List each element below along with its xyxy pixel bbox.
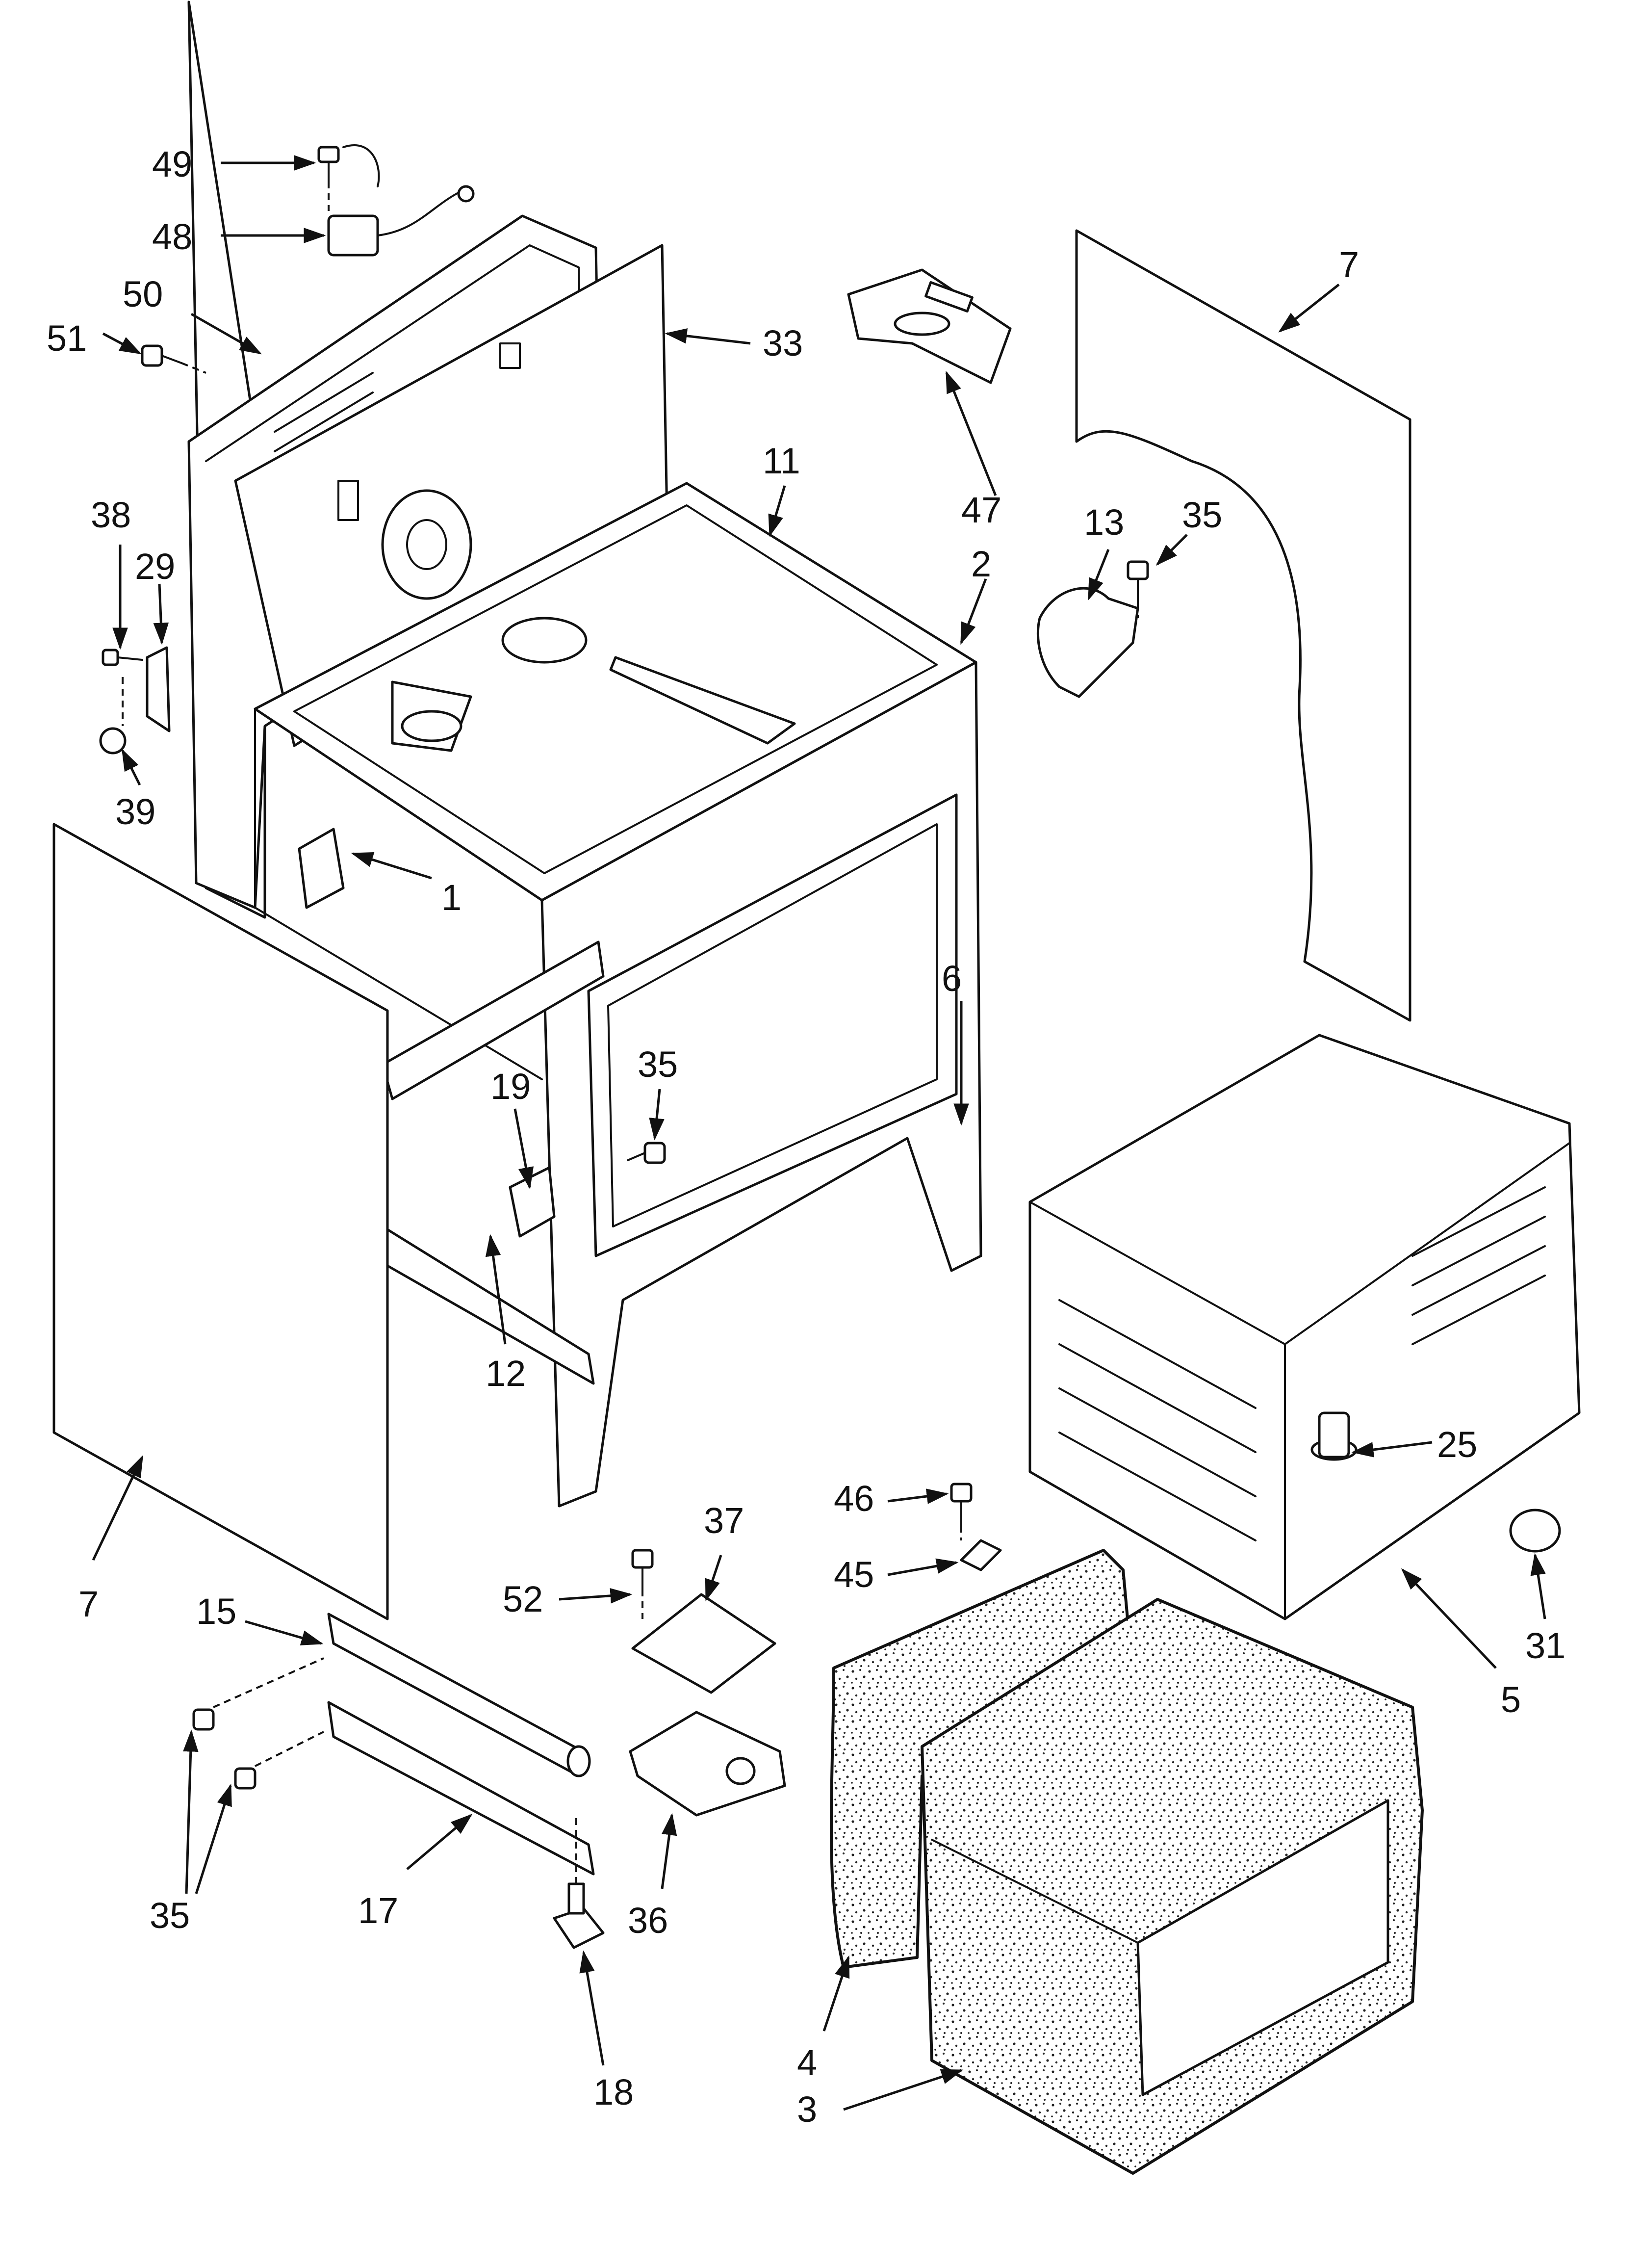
screw-part-35a (1127, 560, 1149, 604)
callout-4: 4 (797, 2042, 817, 2083)
callout-3: 3 (797, 2089, 817, 2130)
screw-part-38 (102, 649, 143, 666)
screw-part-46 (950, 1483, 973, 1527)
callout-36: 36 (628, 1900, 668, 1941)
callout-47: 47 (961, 490, 1001, 530)
leader-lines (92, 155, 1546, 2111)
plate-part-37 (631, 1593, 776, 1694)
insulation-part-4 (830, 1549, 1134, 1969)
callout-17: 17 (358, 1890, 398, 1931)
screw-part-52 (631, 1549, 654, 1590)
callout-45: 45 (834, 1554, 874, 1595)
front-frame-part-2 (254, 661, 982, 1508)
vent-duct-part-47 (847, 268, 1012, 384)
callout-19: 19 (490, 1066, 531, 1107)
bracket-part-1 (298, 828, 345, 909)
cap-part-31 (1509, 1509, 1561, 1553)
callout-46: 46 (834, 1478, 874, 1519)
assembly-guides (122, 182, 1139, 1884)
rear-sheet-part-7a (1075, 229, 1411, 1022)
terminal-part-25 (1318, 1411, 1350, 1459)
callout-13: 13 (1084, 502, 1124, 543)
callout-5: 5 (1501, 1679, 1521, 1720)
callout-6: 6 (942, 958, 962, 999)
callout-labels: 49 48 50 51 33 47 7 11 2 13 35 38 29 39 … (47, 144, 1565, 2130)
rear-panel-part-33 (234, 244, 668, 747)
callout-37: 37 (704, 1500, 744, 1541)
callout-35-bottom: 35 (150, 1895, 190, 1936)
callout-31: 31 (1525, 1625, 1565, 1666)
switch-part-48 (327, 185, 475, 257)
callout-7-rear: 7 (1339, 244, 1359, 285)
callout-50: 50 (123, 274, 163, 314)
callout-35-middle: 35 (638, 1044, 678, 1085)
callout-11: 11 (763, 441, 800, 481)
bracket-part-36 (629, 1711, 786, 1817)
callout-2: 2 (971, 544, 991, 584)
screw-part-35b (627, 1142, 666, 1164)
callout-29: 29 (135, 546, 175, 587)
callout-15: 15 (196, 1591, 236, 1632)
callout-39: 39 (115, 791, 155, 832)
screw-part-51 (141, 344, 182, 367)
hinge-part-29 (146, 646, 171, 732)
clip-part-45 (960, 1539, 1002, 1571)
callout-18: 18 (593, 2072, 634, 2112)
rack-rails (1058, 1186, 1546, 1541)
rail-part-15 (327, 1613, 591, 1777)
callout-51: 51 (47, 318, 87, 359)
bracket-part-13 (1036, 587, 1139, 698)
callout-35-top: 35 (1182, 495, 1222, 535)
insulation-part-3 (921, 1598, 1424, 2175)
callout-33: 33 (763, 323, 803, 364)
leveling-leg-part-18 (553, 1882, 605, 1949)
side-panel-part-7b (52, 823, 389, 1620)
nut-part-39 (99, 727, 127, 755)
callout-12: 12 (486, 1353, 526, 1394)
screw-part-49 (317, 144, 380, 187)
oven-cavity-part-5 (1028, 1034, 1581, 1620)
cooktop-part-11 (254, 482, 977, 902)
callout-52: 52 (503, 1579, 543, 1619)
callout-1: 1 (441, 877, 462, 918)
callout-38: 38 (91, 495, 131, 535)
callout-7-side: 7 (78, 1584, 99, 1624)
clip-part-19 (509, 1166, 556, 1238)
callout-48: 48 (152, 216, 192, 257)
callout-25: 25 (1437, 1424, 1477, 1465)
screw-part-35c (192, 1708, 257, 1790)
callout-49: 49 (152, 144, 192, 184)
rail-part-17 (327, 1701, 595, 1876)
frame-rail-part-12 (381, 940, 605, 1385)
